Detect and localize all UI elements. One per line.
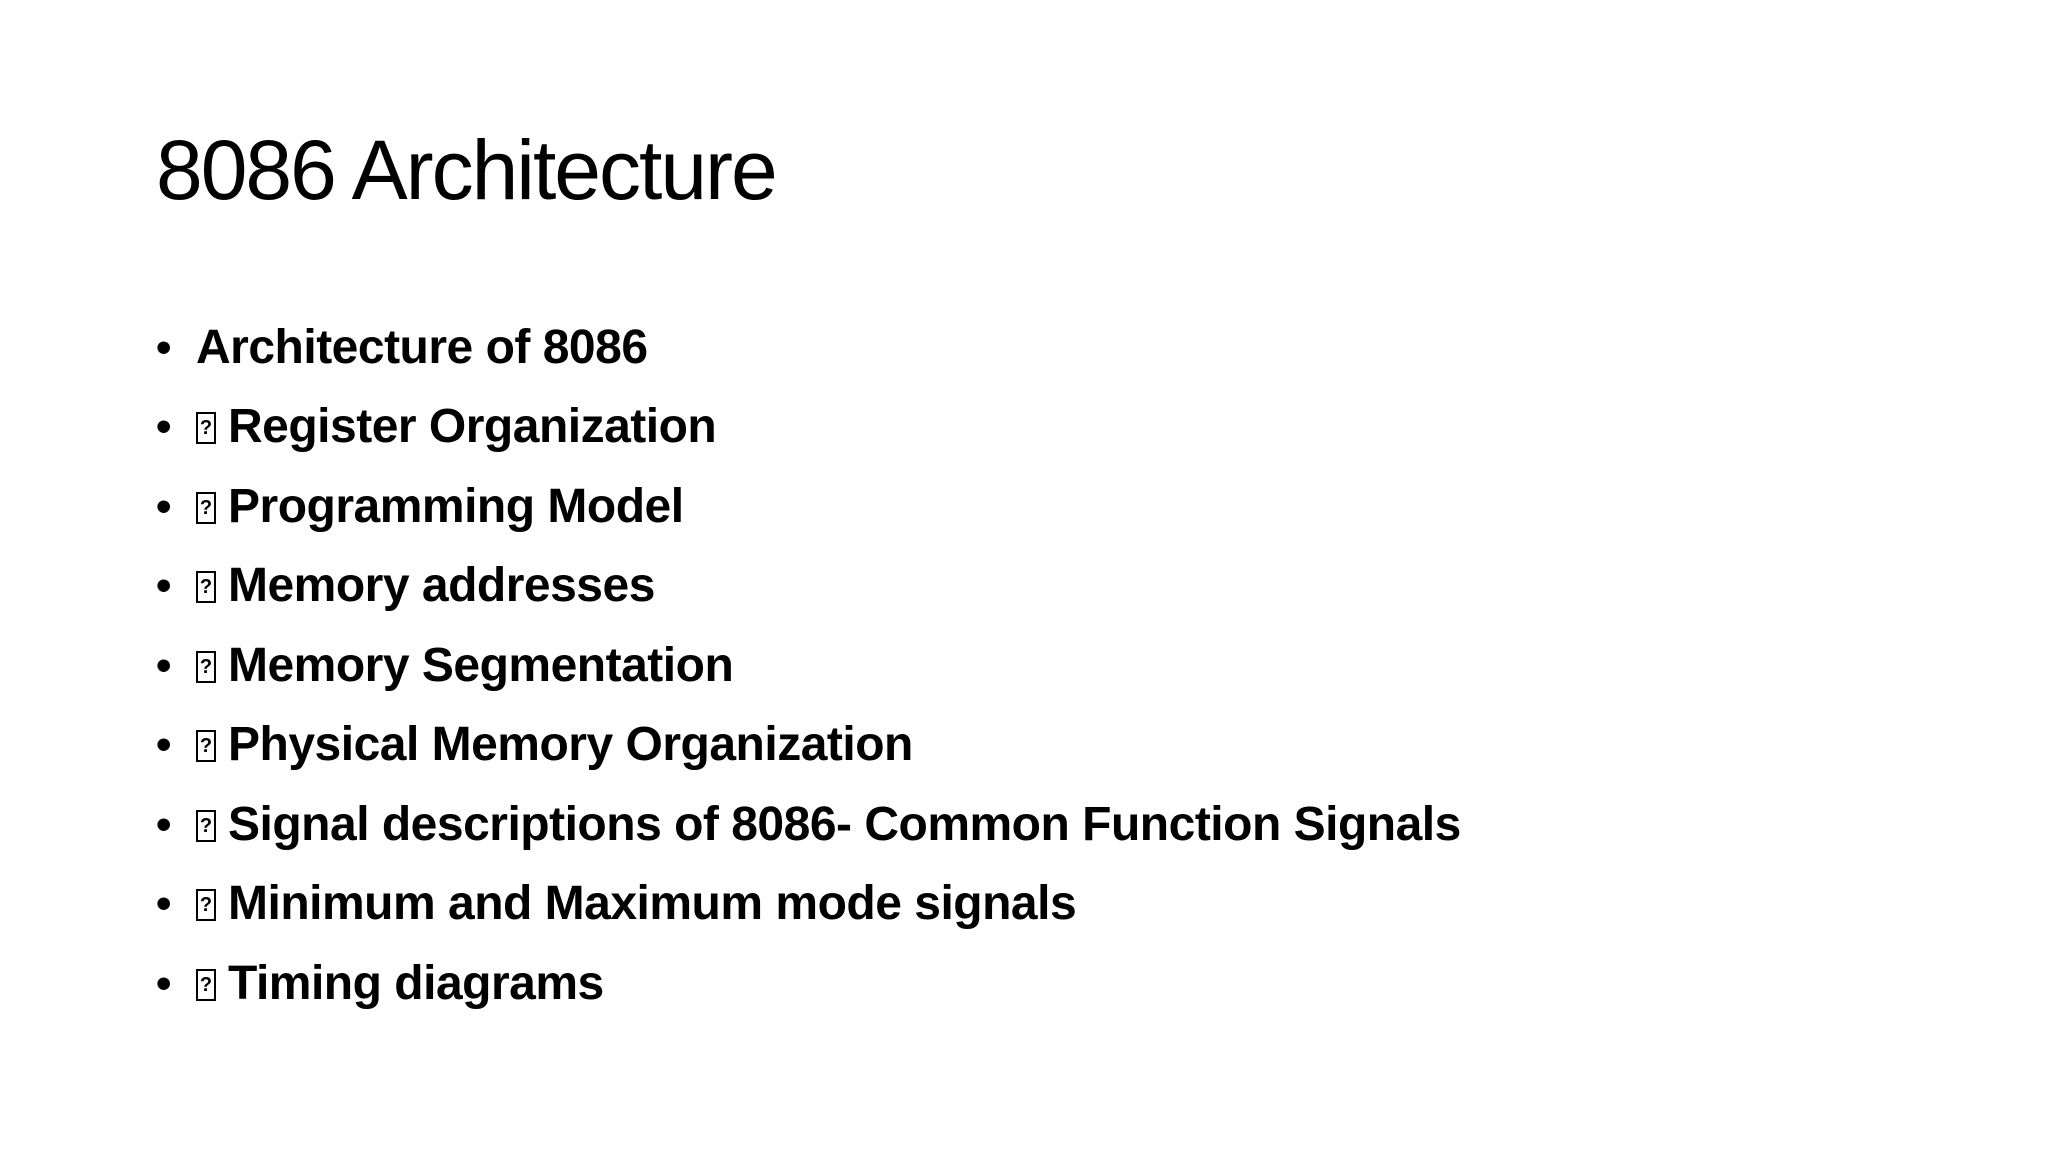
bullet-icon: • bbox=[156, 799, 172, 849]
bullet-text: Signal descriptions of 8086- Common Func… bbox=[228, 797, 1461, 851]
list-item: • Physical Memory Organization bbox=[156, 706, 1461, 786]
bullet-icon: • bbox=[156, 402, 172, 452]
bullet-text: Architecture of 8086 bbox=[196, 320, 648, 374]
bullet-text: Memory addresses bbox=[228, 559, 655, 613]
list-item: • Memory addresses bbox=[156, 547, 1461, 627]
missing-glyph-icon bbox=[196, 491, 216, 524]
bullet-text: Programming Model bbox=[228, 479, 684, 533]
missing-glyph-icon bbox=[196, 809, 216, 842]
slide-title: 8086 Architecture bbox=[156, 123, 778, 217]
list-item: • Timing diagrams bbox=[156, 944, 1461, 1024]
bullet-icon: • bbox=[156, 481, 172, 531]
missing-glyph-icon bbox=[196, 571, 216, 604]
missing-glyph-icon bbox=[196, 889, 216, 922]
list-item: • Programming Model bbox=[156, 467, 1461, 547]
bullet-text: Minimum and Maximum mode signals bbox=[228, 877, 1077, 931]
bullet-text: Physical Memory Organization bbox=[228, 718, 913, 772]
bullet-icon: • bbox=[156, 322, 172, 372]
list-item: • Minimum and Maximum mode signals bbox=[156, 865, 1461, 945]
missing-glyph-icon bbox=[196, 650, 216, 683]
bullet-text: Memory Segmentation bbox=[228, 638, 734, 692]
list-item: • Signal descriptions of 8086- Common Fu… bbox=[156, 785, 1461, 865]
list-item: • Register Organization bbox=[156, 388, 1461, 468]
bullet-icon: • bbox=[156, 720, 172, 770]
missing-glyph-icon bbox=[196, 412, 216, 445]
list-item: • Architecture of 8086 bbox=[156, 308, 1461, 388]
bullet-icon: • bbox=[156, 958, 172, 1008]
bullet-list: • Architecture of 8086 • Register Organi… bbox=[156, 308, 1461, 1024]
bullet-icon: • bbox=[156, 561, 172, 611]
bullet-text: Register Organization bbox=[228, 400, 717, 454]
bullet-icon: • bbox=[156, 879, 172, 929]
missing-glyph-icon bbox=[196, 968, 216, 1001]
list-item: • Memory Segmentation bbox=[156, 626, 1461, 706]
bullet-text: Timing diagrams bbox=[228, 956, 604, 1010]
bullet-icon: • bbox=[156, 640, 172, 690]
missing-glyph-icon bbox=[196, 730, 216, 763]
